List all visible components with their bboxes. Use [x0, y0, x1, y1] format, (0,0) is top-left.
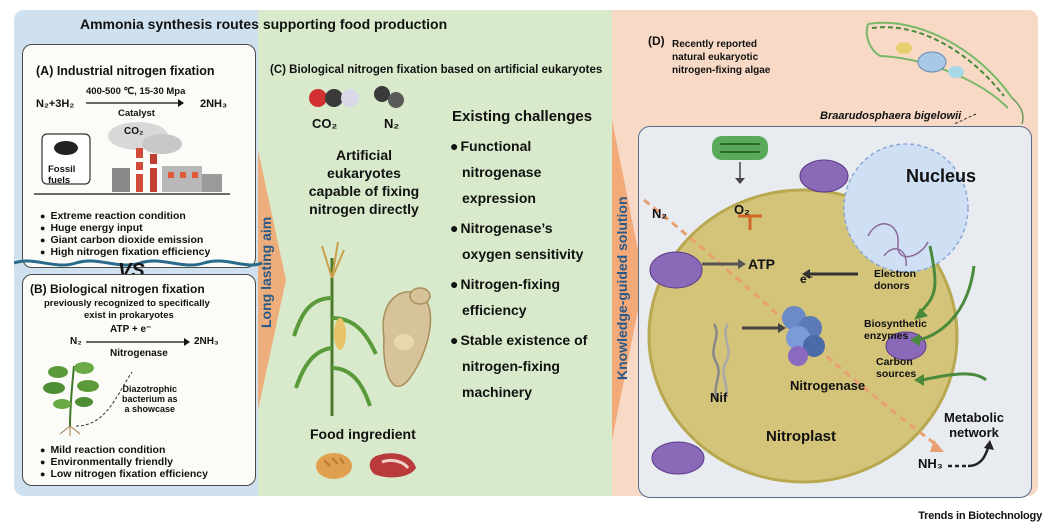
o2-label-d: O₂	[734, 202, 750, 217]
reaction-arrow-b	[86, 338, 190, 346]
nitroplast-label: Nitroplast	[766, 428, 837, 445]
challenge-2-line-2: oxygen sensitivity	[462, 246, 584, 262]
n2-label-d: N₂	[652, 206, 668, 221]
challenges-list: Functional nitrogenase expression Nitrog…	[450, 136, 587, 402]
panel-d-title: Recently reported natural eukaryotic nit…	[672, 39, 771, 76]
bullet-b-3: Low nitrogen fixation efficiency	[40, 468, 208, 480]
bullet-a-4: High nitrogen fixation efficiency	[40, 246, 210, 258]
challenge-4-line-3: machinery	[462, 384, 533, 400]
electron-label: e⁻	[800, 272, 814, 286]
electron-donors-label: Electron donors	[874, 268, 917, 292]
panel-d-label: (D)	[648, 34, 665, 48]
challenge-1-line-2: nitrogenase	[462, 164, 542, 180]
nif-label: Nif	[710, 390, 728, 405]
panel-b-enzyme: Nitrogenase	[110, 348, 168, 359]
bullet-a-3: Giant carbon dioxide emission	[40, 234, 210, 246]
nh3-label: NH₃	[918, 456, 943, 471]
species-name: Braarudosphaera bigelowii	[820, 110, 962, 122]
challenge-1-line-1: Functional	[450, 136, 587, 156]
panel-b-reactant: N₂	[70, 336, 82, 347]
bullet-b-1: Mild reaction condition	[40, 444, 208, 456]
panel-b-title: (B) Biological nitrogen fixation	[30, 282, 205, 296]
bullet-a-2: Huge energy input	[40, 222, 210, 234]
nitrogenase-label: Nitrogenase	[790, 378, 866, 393]
nucleus-label: Nucleus	[906, 166, 977, 186]
bullet-a-1: Extreme reaction condition	[40, 210, 210, 222]
biosynthetic-enzymes-label: Biosynthetic enzymes	[864, 318, 928, 342]
knowledge-guided-label: Knowledge-guided solution	[614, 196, 630, 380]
factory-illustration	[34, 122, 230, 195]
panel-c-title: (C) Biological nitrogen fixation based o…	[270, 64, 603, 76]
journal-footer: Trends in Biotechnology	[918, 510, 1042, 522]
challenge-2-line-1: Nitrogenase’s	[450, 218, 587, 238]
challenge-1-line-3: expression	[462, 190, 536, 206]
panel-b-subtitle-1: previously recognized to specifically	[44, 298, 210, 309]
corn-yeast-illustration	[292, 241, 432, 416]
soybean-plant-illustration	[43, 362, 133, 436]
molecule-icons	[309, 86, 404, 108]
panel-a-conditions: 400-500 ℃, 15-30 Mpa	[86, 86, 186, 97]
challenge-3-line-2: efficiency	[462, 302, 527, 318]
challenge-4-line-1: Stable existence of	[450, 330, 587, 350]
challenges-title: Existing challenges	[452, 108, 593, 125]
panel-a-catalyst: Catalyst	[118, 108, 155, 119]
n2-label-c: N₂	[384, 116, 400, 131]
reaction-arrow-a	[86, 99, 184, 107]
atp-label: ATP	[748, 256, 775, 272]
panel-b-subtitle-2: exist in prokaryotes	[84, 310, 174, 321]
panel-a-bullets: Extreme reaction condition Huge energy i…	[40, 210, 210, 258]
long-lasting-aim-label: Long lasting aim	[258, 216, 274, 328]
challenge-3-line-1: Nitrogen-fixing	[450, 274, 587, 294]
panel-a-reactant: N₂+3H₂	[36, 98, 75, 110]
fossil-fuels-label: Fossil fuels	[48, 164, 76, 186]
metabolic-network-label: Metabolic network	[944, 410, 1004, 440]
co2-label-a: CO₂	[124, 126, 144, 137]
panel-b-product: 2NH₃	[194, 336, 219, 347]
carbon-sources-label: Carbon sources	[876, 356, 917, 380]
algae-cell-illustration	[865, 21, 1024, 124]
bullet-b-2: Environmentally friendly	[40, 456, 208, 468]
main-title: Ammonia synthesis routes supporting food…	[80, 16, 448, 32]
artificial-eukaryotes-text: Artificial eukaryotes capable of fixing …	[308, 147, 420, 217]
nitroplast-diagram	[643, 136, 994, 484]
food-icons	[316, 453, 416, 479]
food-ingredient-label: Food ingredient	[310, 426, 416, 442]
diazotroph-caption: Diazotrophic bacterium as a showcase	[122, 384, 178, 414]
panel-a-product: 2NH₃	[200, 98, 228, 110]
panel-b-above-arrow: ATP + e⁻	[110, 324, 152, 335]
panel-b-bullets: Mild reaction condition Environmentally …	[40, 444, 208, 480]
panel-a-title: (A) Industrial nitrogen fixation	[36, 64, 215, 78]
co2-label-c: CO₂	[312, 116, 338, 131]
challenge-4-line-2: nitrogen-fixing	[462, 358, 560, 374]
wave-divider	[14, 259, 262, 267]
